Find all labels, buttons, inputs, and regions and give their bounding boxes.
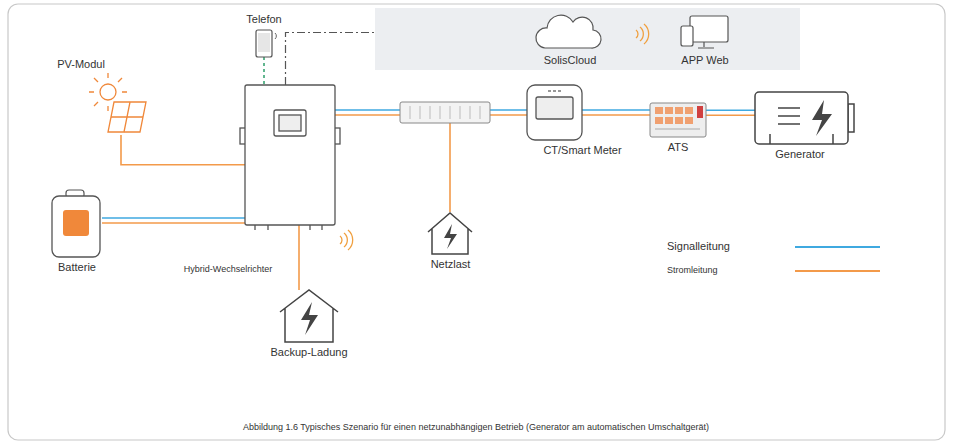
app-web-box: APP Web — [680, 15, 730, 50]
grid-load-box: Netzlast — [428, 212, 473, 254]
inverter-icon — [240, 85, 340, 230]
legend-label: Stromleitung — [667, 265, 718, 275]
generator-icon — [755, 92, 854, 144]
connector-line — [102, 222, 245, 224]
pv-icon — [89, 73, 146, 132]
connector-line — [298, 225, 300, 290]
app-icon — [681, 16, 728, 48]
connector — [299, 225, 300, 290]
battery-box: Batterie — [52, 195, 102, 257]
device-label: PV-Modul — [57, 58, 105, 71]
connector-line — [582, 109, 650, 111]
connector-line — [706, 114, 755, 116]
connector-line — [263, 57, 265, 85]
distribution-panel — [400, 102, 490, 123]
connector — [264, 57, 265, 85]
backup-load-box: Backup-Ladung — [280, 290, 338, 342]
wireless-symbol — [340, 230, 353, 250]
connector — [582, 110, 650, 115]
device-label: SolisCloud — [544, 54, 597, 67]
cloud-band — [375, 8, 800, 70]
device-label: Telefon — [246, 13, 281, 26]
phone-box: Telefon — [255, 30, 273, 57]
device-label: CT/Smart Meter — [543, 144, 621, 157]
battery-icon — [52, 190, 100, 257]
legend-label: Signalleitung — [667, 240, 730, 252]
pv-module-box: PV-Modul — [92, 75, 150, 135]
load-wire — [449, 123, 451, 212]
device-label: ATS — [668, 141, 689, 154]
connector-line — [102, 217, 245, 219]
connector-line — [582, 114, 650, 116]
ats-switch-box: ATS — [650, 103, 706, 137]
device-label: Generator — [775, 148, 825, 161]
connector-line — [706, 109, 755, 111]
cloud-icon — [536, 15, 601, 48]
device-label: Backup-Ladung — [270, 346, 347, 359]
house-icon — [280, 213, 472, 342]
smart-meter-box: CT/Smart Meter — [527, 85, 582, 140]
device-label: Hybrid-Wechselrichter — [184, 263, 272, 276]
connector — [121, 135, 245, 165]
ats-icon — [650, 103, 706, 137]
legend-line-sample — [795, 270, 880, 272]
connector — [706, 110, 755, 115]
device-label: Netzlast — [431, 258, 471, 271]
hybrid-inverter-box: Hybrid-Wechselrichter — [245, 85, 335, 225]
device-label: APP Web — [681, 54, 728, 67]
cloud-service-box: SolisCloud — [535, 15, 605, 50]
connector-line — [121, 135, 245, 165]
outer-frame — [8, 4, 945, 440]
generator-box: Generator — [755, 92, 853, 144]
figure-caption: Abbildung 1.6 Typisches Szenario für ein… — [243, 422, 709, 432]
meter-icon — [527, 85, 582, 140]
wireless-symbol — [636, 24, 649, 44]
device-label: Batterie — [58, 261, 96, 274]
connector — [102, 218, 245, 223]
phone-icon — [256, 30, 276, 57]
legend-line-sample — [795, 246, 880, 248]
